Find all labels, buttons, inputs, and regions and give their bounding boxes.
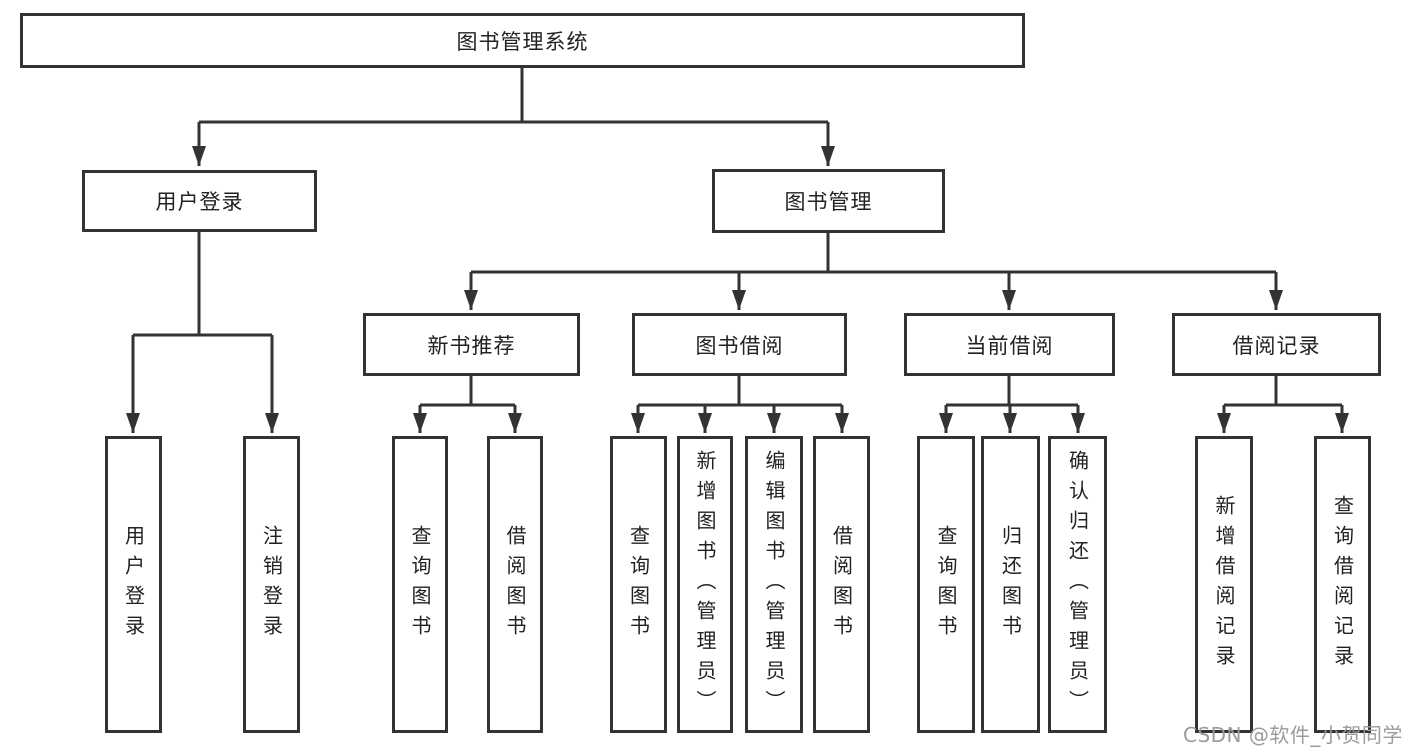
- leaf-user-login: 用户登录: [105, 436, 162, 733]
- leaf-edit-books-admin: 编辑图书（管理员）: [745, 436, 803, 733]
- node-user-login: 用户登录: [82, 170, 317, 232]
- leaf-query-books-current: 查询图书: [917, 436, 975, 733]
- node-borrowing-records: 借阅记录: [1172, 313, 1381, 376]
- node-book-borrowing: 图书借阅: [632, 313, 847, 376]
- leaf-add-borrow-record: 新增借阅记录: [1195, 436, 1253, 733]
- csdn-watermark: CSDN @软件_小贺同学: [1183, 723, 1403, 747]
- leaf-borrow-books: 借阅图书: [813, 436, 870, 733]
- leaf-query-books-recommend: 查询图书: [392, 436, 448, 733]
- leaf-confirm-return-admin: 确认归还（管理员）: [1048, 436, 1107, 733]
- node-book-management: 图书管理: [712, 169, 945, 233]
- leaf-logout: 注销登录: [243, 436, 300, 733]
- leaf-query-borrow-record: 查询借阅记录: [1314, 436, 1371, 733]
- node-new-book-recommendation: 新书推荐: [363, 313, 580, 376]
- leaf-add-books-admin: 新增图书（管理员）: [677, 436, 733, 733]
- leaf-query-books-borrow: 查询图书: [610, 436, 667, 733]
- leaf-return-books: 归还图书: [981, 436, 1040, 733]
- node-library-system: 图书管理系统: [20, 13, 1025, 68]
- leaf-borrow-books-recommend: 借阅图书: [487, 436, 543, 733]
- node-current-borrowing: 当前借阅: [904, 313, 1115, 376]
